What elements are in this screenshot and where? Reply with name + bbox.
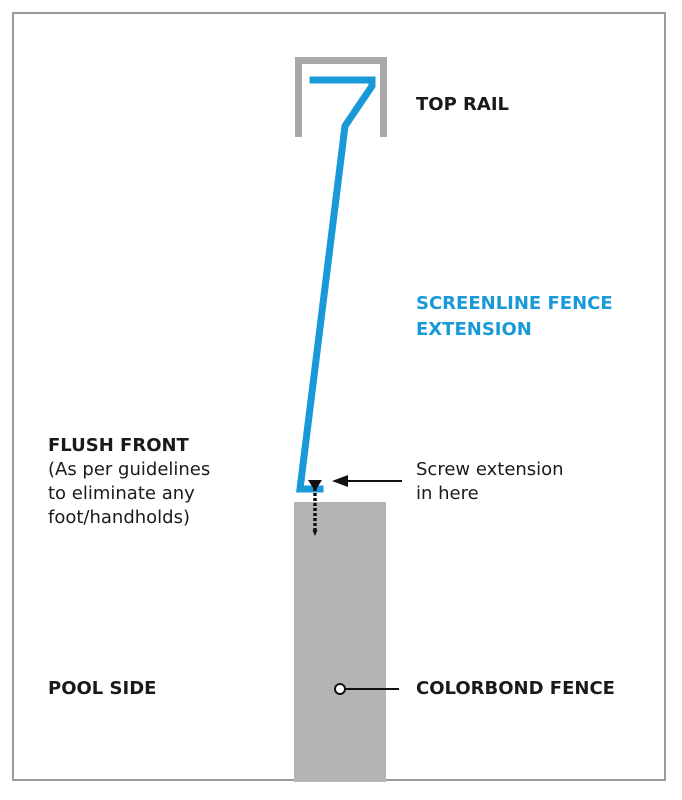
screw-label-line1: Screw extension xyxy=(416,459,564,480)
top-rail-bracket xyxy=(295,57,387,137)
screw-label-line2: in here xyxy=(416,483,479,504)
screw-icon xyxy=(308,480,322,536)
pool-side-label: POOL SIDE xyxy=(48,678,157,699)
colorbond-fence-leader xyxy=(334,683,399,695)
flush-front-line2: to eliminate any xyxy=(48,483,195,504)
flush-front-title: FLUSH FRONT xyxy=(48,435,189,456)
screw-pointer-arrow xyxy=(332,475,402,487)
flush-front-line3: foot/handholds) xyxy=(48,507,191,528)
extension-label-line1: SCREENLINE FENCE xyxy=(416,293,613,314)
colorbond-fence-post xyxy=(294,502,386,782)
extension-label-line2: EXTENSION xyxy=(416,319,532,340)
flush-front-line1: (As per guidelines xyxy=(48,459,211,480)
screenline-extension-profile xyxy=(296,76,376,493)
top-rail-label: TOP RAIL xyxy=(416,94,509,115)
colorbond-fence-label: COLORBOND FENCE xyxy=(416,678,615,699)
